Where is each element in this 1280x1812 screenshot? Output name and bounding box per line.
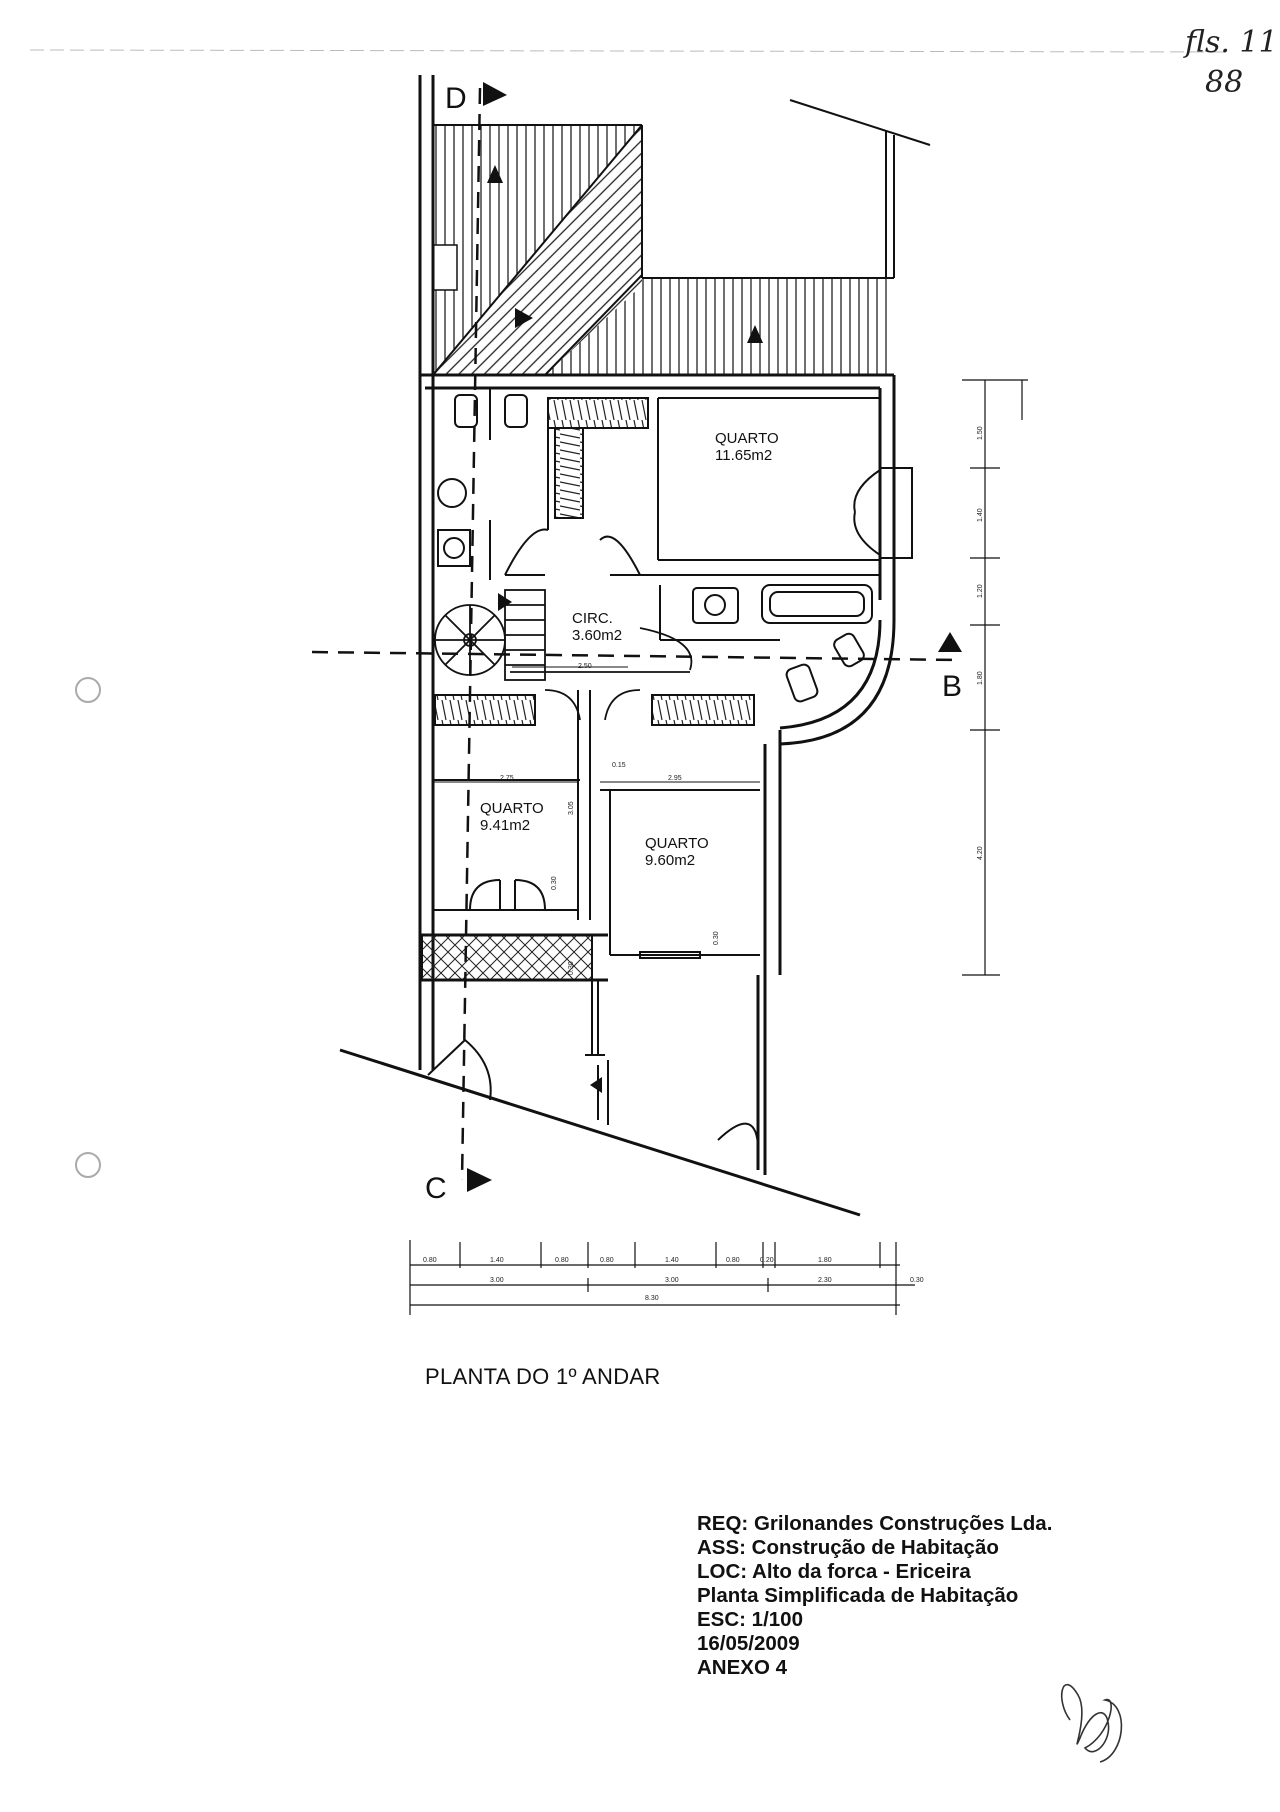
dimension-label: 8.30 (645, 1295, 659, 1302)
room-name: QUARTO (645, 835, 709, 852)
dimension-label: 1.50 (977, 426, 984, 440)
dimension-label: 1.40 (490, 1257, 504, 1264)
room-area: 9.41m2 (480, 817, 530, 834)
scan-edge-line (29, 49, 1231, 53)
dimension-label: 0.20 (760, 1257, 774, 1264)
folio-number: 88 (1205, 65, 1243, 100)
entrance-band (421, 934, 593, 981)
punch-hole (75, 1152, 101, 1178)
title-block-date: 16/05/2009 (697, 1632, 800, 1655)
dimension-label: 2.95 (668, 775, 682, 782)
dimension-label: 1.40 (665, 1257, 679, 1264)
marker-d-triangle (483, 82, 507, 106)
dimension-label: 2.50 (578, 663, 592, 670)
dimension-label: 0.15 (612, 762, 626, 769)
title-block: REQ: Grilonandes Construções Lda. ASS: C… (697, 1512, 1052, 1680)
room-area: 11.65m2 (715, 447, 772, 464)
dimension-label: 0.30 (568, 961, 575, 975)
section-marker-b: B (942, 670, 962, 703)
punch-hole (75, 677, 101, 703)
title-block-scale: ESC: 1/100 (697, 1608, 803, 1631)
corridor-walls (504, 397, 880, 576)
room-name: CIRC. (572, 610, 613, 627)
bathroom-right (659, 584, 873, 703)
title-block-desc: Planta Simplificada de Habitação (697, 1584, 1019, 1607)
dimension-label: 1.20 (977, 584, 984, 598)
dimension-label: 1.80 (977, 671, 984, 685)
bedroom-bottom-right (600, 694, 760, 959)
dimension-label: 0.80 (600, 1257, 614, 1264)
plan-title: PLANTA DO 1º ANDAR (425, 1364, 661, 1389)
folio-annotation: fls. 11 (1183, 25, 1278, 60)
title-block-annex: ANEXO 4 (697, 1656, 787, 1679)
terrace-area (432, 99, 931, 376)
section-marker-d: D (445, 82, 467, 115)
bathroom-left (437, 388, 528, 580)
dimension-label: 0.80 (555, 1257, 569, 1264)
bottom-dimension-chain (409, 1240, 915, 1315)
title-block-req: REQ: Grilonandes Construções Lda. (697, 1512, 1053, 1535)
dimension-label: 0.80 (423, 1257, 437, 1264)
room-name: QUARTO (715, 430, 779, 447)
marker-c-triangle (467, 1168, 492, 1192)
dimension-label: 3.05 (568, 801, 575, 815)
section-marker-c: C (425, 1172, 447, 1205)
dimension-label: 0.30 (910, 1277, 924, 1284)
dimension-label: 4.20 (977, 846, 984, 860)
section-line-b (311, 650, 959, 662)
section-line-dc (460, 87, 482, 1181)
dimension-label: 2.30 (818, 1277, 832, 1284)
room-area: 9.60m2 (645, 852, 695, 869)
title-block-loc: LOC: Alto da forca - Ericeira (697, 1560, 971, 1583)
signature (1060, 1683, 1123, 1763)
room-name: QUARTO (480, 800, 544, 817)
dimension-label: 3.00 (490, 1277, 504, 1284)
dimension-label: 2.75 (500, 775, 514, 782)
interior-dimensions: 2.50 2.75 0.15 2.95 3.05 0.30 0.30 0.30 (433, 663, 760, 975)
room-area: 3.60m2 (572, 627, 622, 644)
dimension-label: 3.00 (665, 1277, 679, 1284)
bedroom-bottom-left (433, 690, 591, 920)
side-dimension-chain (962, 379, 1028, 976)
dimension-label: 1.80 (818, 1257, 832, 1264)
stair-direction-arrows (487, 165, 763, 1093)
title-block-ass: ASS: Construção de Habitação (697, 1536, 999, 1559)
dimension-label: 0.30 (551, 876, 558, 890)
marker-b-triangle (938, 632, 962, 652)
dimension-label: 1.40 (977, 508, 984, 522)
dimension-label: 0.30 (713, 931, 720, 945)
lower-area (427, 980, 759, 1146)
dimension-label: 0.80 (726, 1257, 740, 1264)
bedroom-top-right (658, 397, 913, 559)
